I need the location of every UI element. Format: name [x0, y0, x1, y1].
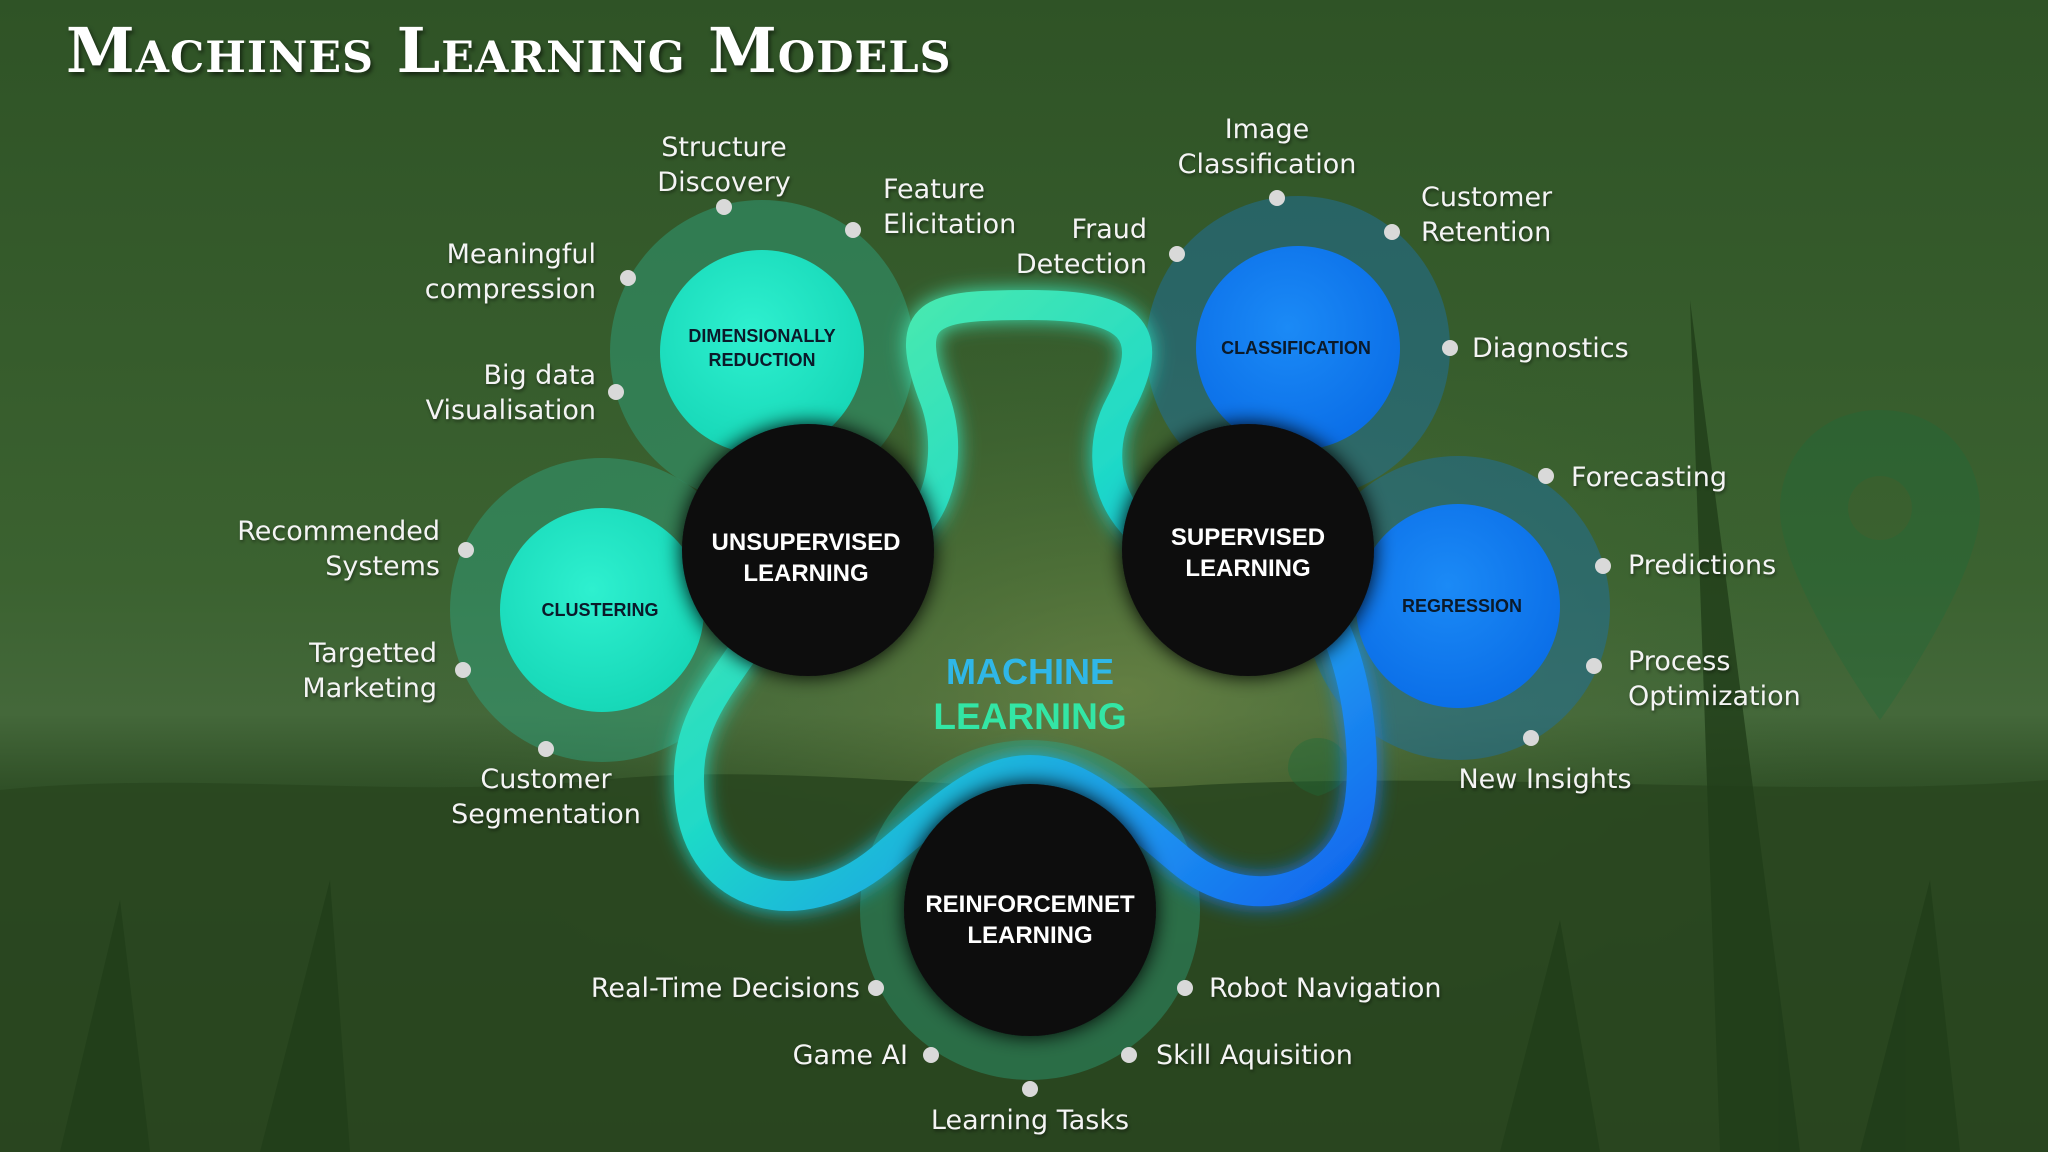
- label-feature-elicitation: Feature Elicitation: [883, 174, 1017, 240]
- page-title: Machines Learning Models: [66, 14, 952, 87]
- clustering-label: CLUSTERING: [541, 600, 659, 620]
- dot-robot-navigation: [1177, 980, 1193, 996]
- dot-learning-tasks: [1022, 1081, 1038, 1097]
- label-customer-retention: Customer Retention: [1421, 182, 1553, 248]
- label-game-ai: Game AI: [792, 1040, 908, 1071]
- dot-diagnostics: [1442, 340, 1458, 356]
- small-location-pin-icon: [1288, 738, 1348, 796]
- dot-feature-elicitation: [845, 222, 861, 238]
- dot-customer-segmentation: [538, 741, 554, 757]
- label-structure-discovery: Structure Discovery: [657, 132, 791, 198]
- dot-real-time-decisions: [868, 980, 884, 996]
- center-label-line1: MACHINE: [945, 651, 1114, 692]
- dot-process-optimization: [1586, 658, 1602, 674]
- label-customer-segmentation: Customer Segmentation: [451, 764, 641, 830]
- flow-ribbon: [673, 290, 1377, 911]
- unsupervised-label: UNSUPERVISED LEARNING: [711, 529, 901, 587]
- dot-customer-retention: [1384, 224, 1400, 240]
- center-label-line2: LEARNING: [933, 696, 1127, 737]
- dimensionality-label: DIMENSIONALLY REDUCTION: [688, 326, 836, 370]
- dot-structure-discovery: [716, 199, 732, 215]
- dot-recommended-systems: [458, 542, 474, 558]
- dot-big-data-visualisation: [608, 384, 624, 400]
- regression-circle[interactable]: [1356, 504, 1560, 708]
- label-learning-tasks: Learning Tasks: [930, 1105, 1130, 1136]
- dot-skill-aquisition: [1121, 1047, 1137, 1063]
- label-diagnostics: Diagnostics: [1472, 333, 1629, 364]
- label-predictions: Predictions: [1628, 550, 1777, 581]
- dot-game-ai: [923, 1047, 939, 1063]
- label-skill-aquisition: Skill Aquisition: [1156, 1040, 1353, 1071]
- label-forecasting: Forecasting: [1571, 462, 1728, 493]
- center-label: MACHINE LEARNING: [933, 650, 1126, 740]
- classification-circle[interactable]: [1196, 246, 1400, 450]
- label-targetted-marketing: Targetted Marketing: [302, 638, 437, 704]
- reinforcement-circle[interactable]: [904, 784, 1156, 1036]
- bullet-dots: [455, 190, 1611, 1097]
- dimensionality-circle[interactable]: [660, 250, 864, 454]
- regression-label: REGRESSION: [1401, 596, 1523, 616]
- label-robot-navigation: Robot Navigation: [1209, 973, 1442, 1004]
- clustering-circle[interactable]: [500, 508, 704, 712]
- unsupervised-circle[interactable]: [682, 424, 934, 676]
- dot-predictions: [1595, 558, 1611, 574]
- dot-image-classification: [1269, 190, 1285, 206]
- classification-label: CLASSIFICATION: [1221, 338, 1371, 358]
- label-new-insights: New Insights: [1458, 764, 1632, 795]
- label-process-optimization: Process Optimization: [1628, 646, 1801, 712]
- dot-fraud-detection: [1169, 246, 1185, 262]
- dot-targetted-marketing: [455, 662, 471, 678]
- label-meaningful-compression: Meaningful compression: [424, 239, 596, 305]
- reinforcement-label: REINFORCEMNET LEARNING: [925, 891, 1135, 949]
- supervised-circle[interactable]: [1122, 424, 1374, 676]
- location-pin-icon: [1780, 410, 1980, 720]
- dot-new-insights: [1523, 730, 1539, 746]
- label-real-time-decisions: Real-Time Decisions: [590, 973, 860, 1004]
- label-fraud-detection: Fraud Detection: [1015, 214, 1147, 280]
- dot-forecasting: [1538, 468, 1554, 484]
- label-recommended-systems: Recommended Systems: [237, 516, 440, 582]
- supervised-label: SUPERVISED LEARNING: [1170, 524, 1326, 582]
- label-image-classification: Image Classification: [1177, 114, 1357, 180]
- dot-meaningful-compression: [620, 270, 636, 286]
- label-big-data-visualisation: Big data Visualisation: [425, 360, 596, 426]
